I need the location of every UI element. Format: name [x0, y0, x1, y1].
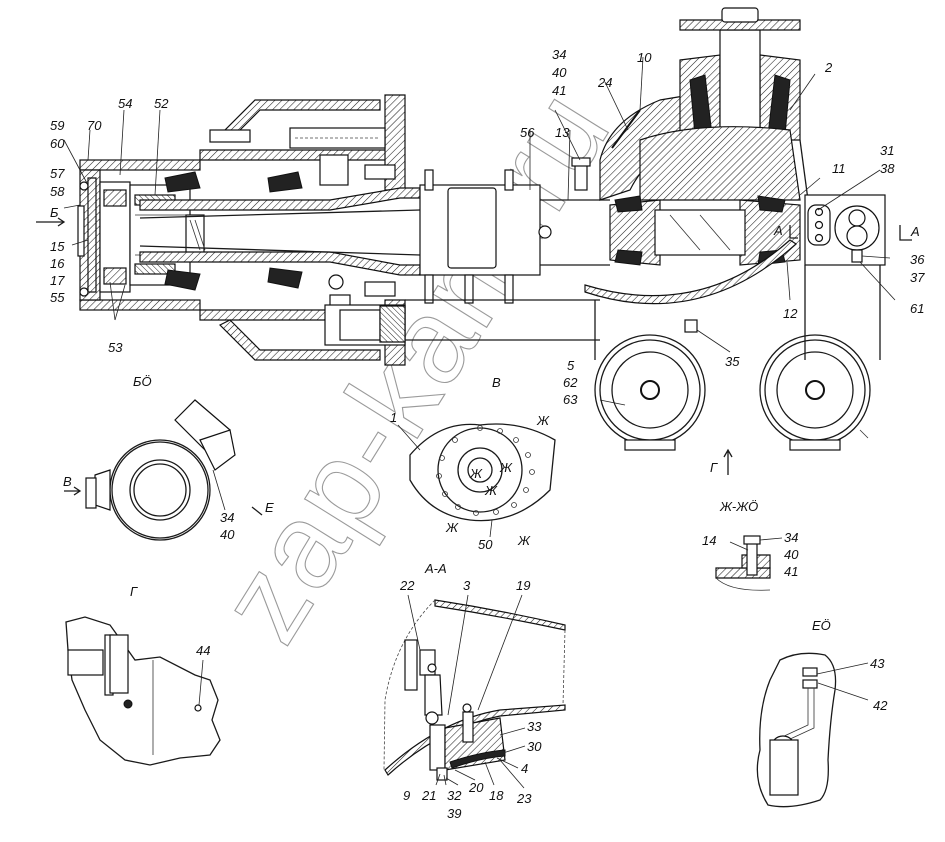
view-arrow-g: [723, 448, 733, 475]
section-aa-callout-21: 21: [421, 788, 436, 803]
view-arrow-v: [64, 486, 82, 496]
view-v-callout-1: 1: [390, 410, 397, 425]
section-zh-mark-1: Ж: [536, 413, 550, 428]
section-aa-callout-39: 39: [447, 806, 461, 821]
view-b-title: БÖ: [133, 374, 152, 389]
callout-63: 63: [563, 392, 578, 407]
callout-11: 11: [832, 161, 846, 176]
right-end-flange: [584, 194, 886, 360]
section-aa-callout-4: 4: [521, 761, 528, 776]
section-aa-callout-30: 30: [527, 739, 542, 754]
view-b-callout-40: 40: [220, 527, 235, 542]
section-aa-callout-33: 33: [527, 719, 542, 734]
brake-chamber-right: [759, 334, 871, 451]
callout-54: 54: [118, 96, 132, 111]
view-g-callout-44: 44: [196, 643, 210, 658]
section-aa-callout-18: 18: [489, 788, 504, 803]
section-aa-leaders: [407, 594, 526, 789]
view-g-title: Г: [130, 584, 138, 599]
callout-31: 31: [880, 143, 894, 158]
section-zh-mark-2: Ж: [499, 460, 513, 475]
view-e-marker: Е: [265, 500, 274, 515]
view-b-marker: Б: [50, 205, 59, 220]
callout-62: 62: [563, 375, 578, 390]
section-aa-callout-19: 19: [516, 578, 530, 593]
flange-bolts: [436, 425, 535, 516]
view-v-marker: В: [63, 474, 72, 489]
section-zh-mark-6: Ж: [517, 533, 531, 548]
view-e-title: ЕÖ: [812, 618, 831, 633]
callout-17: 17: [50, 273, 65, 288]
callout-56: 56: [520, 125, 535, 140]
brake-chamber-left: [594, 300, 706, 451]
view-g-marker: Г: [710, 460, 718, 475]
callout-5: 5: [567, 358, 575, 373]
callout-36: 36: [910, 252, 925, 267]
section-zh-callout-41: 41: [784, 564, 798, 579]
section-zh-callout-34: 34: [784, 530, 798, 545]
view-g-detail: Г 44: [65, 584, 221, 766]
view-arrow-b: [36, 217, 66, 227]
callout-70: 70: [87, 118, 102, 133]
section-aa-callout-32: 32: [447, 788, 462, 803]
view-v-title: В: [492, 375, 501, 390]
section-arrow-a-right: [899, 225, 912, 241]
section-zh-mark-5: Ж: [445, 520, 459, 535]
main-leaders: [63, 56, 896, 406]
callout-58: 58: [50, 184, 65, 199]
view-b-detail: БÖ В Е 34 40: [63, 374, 274, 542]
section-zh-callout-40: 40: [784, 547, 799, 562]
callout-59: 59: [50, 118, 64, 133]
section-zh-callout-14: 14: [702, 533, 716, 548]
callout-40: 40: [552, 65, 567, 80]
callout-37: 37: [910, 270, 925, 285]
callout-57: 57: [50, 166, 65, 181]
callout-55: 55: [50, 290, 65, 305]
callout-35: 35: [725, 354, 740, 369]
view-v-detail: В Ж Ж Ж Ж Ж Ж 1 50: [390, 375, 556, 552]
axle-tube: [139, 154, 421, 346]
callout-15: 15: [50, 239, 65, 254]
view-e-callout-42: 42: [873, 698, 888, 713]
callout-2: 2: [824, 60, 833, 75]
view-v-callout-50: 50: [478, 537, 493, 552]
callout-53: 53: [108, 340, 123, 355]
section-zh-mark-4: Ж: [484, 483, 498, 498]
callout-34: 34: [552, 47, 566, 62]
callout-12: 12: [783, 306, 798, 321]
section-a-label-right: А: [910, 224, 920, 239]
section-zh-mark-3: Ж: [469, 466, 483, 481]
section-aa-callout-9: 9: [403, 788, 410, 803]
section-aa-detail: А-А 22 3 19 33: [383, 561, 566, 821]
section-aa-callout-20: 20: [468, 780, 484, 795]
callout-52: 52: [154, 96, 169, 111]
cv-joint: [405, 169, 610, 341]
final-drive-housing: [571, 7, 809, 266]
section-arrow-a-left: [789, 225, 798, 239]
callout-13: 13: [555, 125, 570, 140]
view-e-detail: ЕÖ 43 42: [756, 618, 888, 808]
callout-24: 24: [597, 75, 612, 90]
section-aa-callout-23: 23: [516, 791, 532, 806]
section-zh-title: Ж-ЖÖ: [719, 499, 758, 514]
callout-10: 10: [637, 50, 652, 65]
callout-16: 16: [50, 256, 65, 271]
section-aa-callout-22: 22: [399, 578, 415, 593]
callout-61: 61: [910, 301, 924, 316]
section-a-label-left: А: [773, 223, 783, 238]
callout-41: 41: [552, 83, 566, 98]
callout-38: 38: [880, 161, 895, 176]
main-sectional-view: 59 60 70 54 52 57 58 Б 15 16 17 55 53 56…: [36, 7, 925, 475]
section-zh-detail: Ж-ЖÖ 14 34 40 41: [702, 499, 799, 591]
view-e-callout-43: 43: [870, 656, 885, 671]
section-aa-title: А-А: [424, 561, 447, 576]
section-aa-callout-3: 3: [463, 578, 471, 593]
view-b-callout-34: 34: [220, 510, 234, 525]
callout-60: 60: [50, 136, 65, 151]
